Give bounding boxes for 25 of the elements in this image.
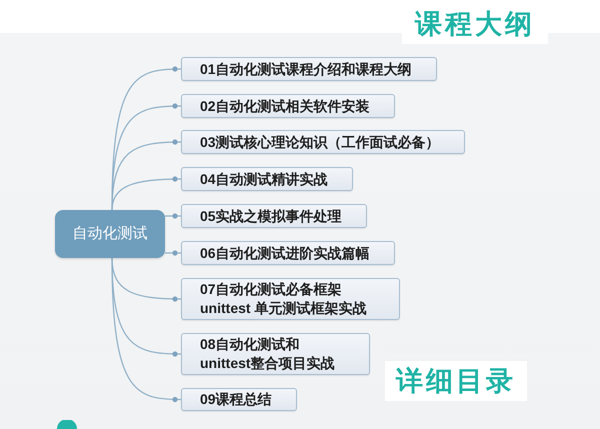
subtopic-box xyxy=(181,57,437,81)
topic-box xyxy=(55,210,165,258)
subtopic-box xyxy=(181,333,370,375)
subtopic-text: 07自动化测试必备框架unittest 单元测试框架实战 xyxy=(200,280,368,318)
subtopic-text: 05实战之模拟事件处理 xyxy=(200,206,342,226)
subtopic-text: 01自动化测试课程介绍和课程大纲 xyxy=(200,60,412,78)
subtopic-box xyxy=(181,167,353,191)
subtopic-text: 09课程总结 xyxy=(200,390,272,409)
subtopic-text: 02自动化测试相关软件安装 xyxy=(200,96,370,116)
subtopic-box xyxy=(181,388,297,411)
subtopic-text: 08自动化测试和unittest整合项目实战 xyxy=(200,335,336,373)
topic-text: 自动化测试 xyxy=(72,224,148,244)
subtopic-box xyxy=(181,94,395,118)
subtopic-box xyxy=(181,204,367,228)
subtopic-box xyxy=(181,241,395,265)
subtopic-text: 04自动测试精讲实战 xyxy=(200,170,328,188)
connector-line xyxy=(165,250,181,256)
subtopic-text: 03测试核心理论知识（工作面试必备） xyxy=(200,132,440,152)
section-heading: 详细目录 xyxy=(385,361,527,401)
subtopic-box xyxy=(181,278,400,320)
connector-line xyxy=(165,213,181,219)
subtopic-text: 06自动化测试进阶实战篇幅 xyxy=(200,244,370,262)
subtopic-box xyxy=(181,130,465,154)
connector-line xyxy=(111,258,182,402)
connector-line xyxy=(111,176,181,210)
